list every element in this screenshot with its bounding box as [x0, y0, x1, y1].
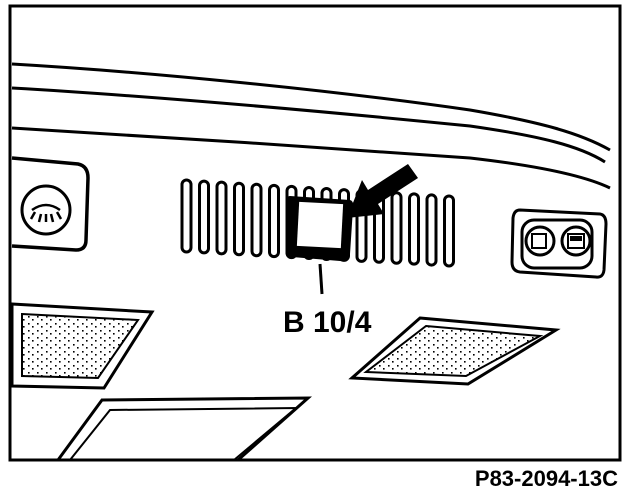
- headlamp-icon: [29, 203, 63, 223]
- grille-slot: [390, 191, 403, 265]
- grille-slot: [425, 193, 438, 267]
- grille-slot: [268, 183, 280, 259]
- left-reading-lamp: [10, 302, 155, 390]
- figure-id: P83-2094-13C: [475, 466, 618, 491]
- dome-lamp: [55, 396, 312, 462]
- grille-slot: [198, 179, 210, 255]
- right-switch-panel: [510, 208, 608, 279]
- grille-slot: [408, 192, 420, 266]
- grille-slot: [180, 178, 193, 254]
- frame-border: [8, 4, 622, 462]
- interior-sensor: [286, 196, 354, 262]
- grille-slot: [443, 194, 455, 268]
- leader-line: [318, 263, 324, 295]
- pointer-arrow: [347, 164, 418, 218]
- component-label: B 10/4: [283, 306, 372, 339]
- right-reading-lamp: [348, 316, 561, 386]
- roof-contour: [11, 62, 611, 190]
- left-lamp-switch: [11, 156, 90, 252]
- grille-slot: [250, 182, 263, 258]
- grille-slot: [215, 180, 228, 256]
- grille-slot: [233, 181, 245, 257]
